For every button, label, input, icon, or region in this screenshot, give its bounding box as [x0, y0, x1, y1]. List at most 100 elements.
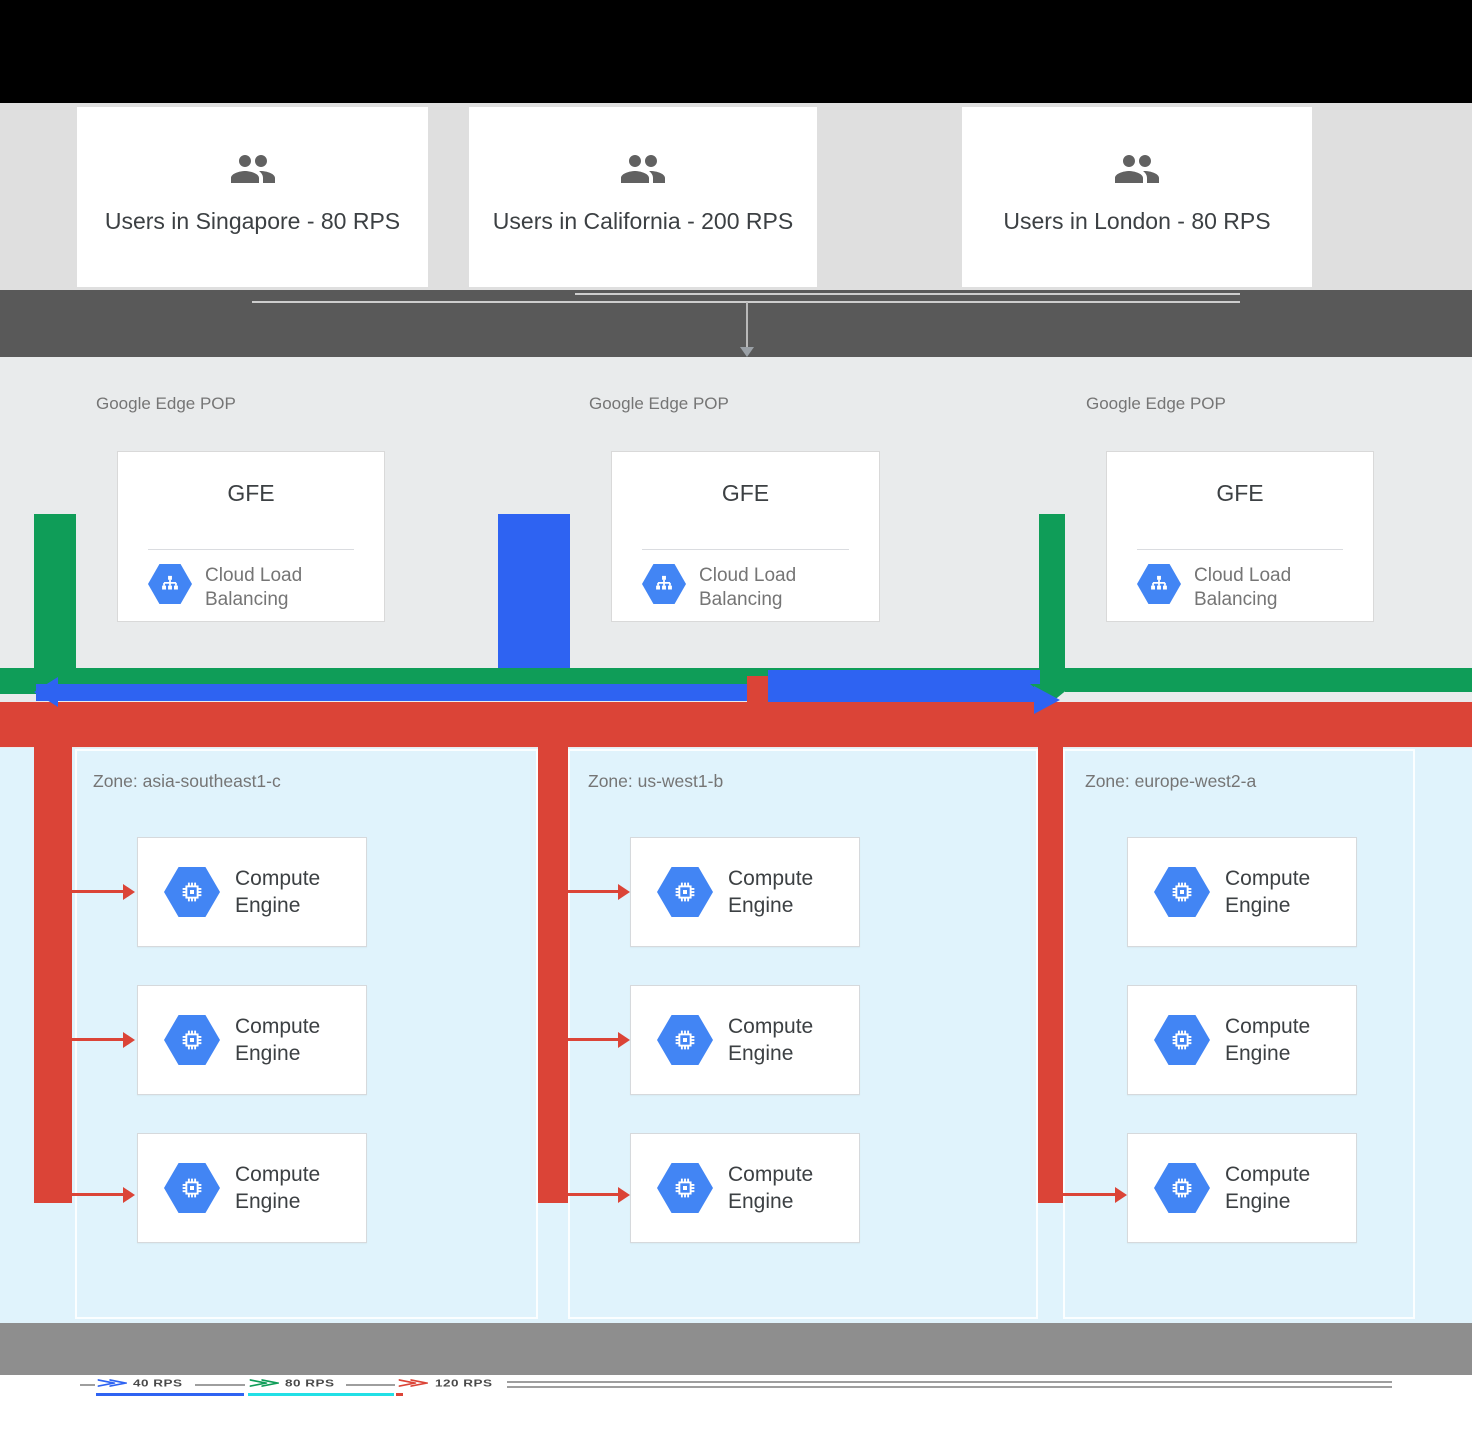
- compute-engine-label: Compute Engine: [728, 1014, 814, 1065]
- compute-engine-label: Compute Engine: [1225, 1162, 1311, 1213]
- legend-rule: [80, 1384, 95, 1386]
- blue-arrow-left-icon: [34, 677, 58, 707]
- divider: [1137, 549, 1343, 550]
- zone-panel-europe: [1063, 749, 1415, 1319]
- legend-rule: [507, 1381, 1392, 1383]
- red-line-vertical-europe: [1038, 747, 1063, 1203]
- legend-rule: [346, 1384, 395, 1386]
- compute-engine-icon: [1154, 867, 1210, 917]
- compute-engine-label: Compute Engine: [235, 1014, 321, 1065]
- compute-engine-label: Compute Engine: [235, 866, 321, 917]
- compute-engine-label: Compute Engine: [235, 1162, 321, 1213]
- red-arrow: [568, 1038, 618, 1041]
- gfe-card-singapore: GFE Cloud Load Balancing: [117, 451, 385, 622]
- compute-engine-card: Compute Engine: [1127, 1133, 1357, 1243]
- cloud-load-balancing-icon: [1137, 564, 1181, 604]
- people-icon: [1115, 155, 1159, 183]
- divider: [642, 549, 849, 550]
- connector-line: [575, 293, 1240, 295]
- people-icon: [230, 155, 275, 183]
- compute-engine-card: Compute Engine: [630, 1133, 860, 1243]
- blue-arrow-right-icon: [1034, 686, 1060, 714]
- compute-engine-icon: [1154, 1163, 1210, 1213]
- legend-rule: [507, 1386, 1392, 1388]
- compute-engine-card: Compute Engine: [137, 1133, 367, 1243]
- service-label: Cloud Load Balancing: [1194, 565, 1292, 610]
- users-band: Users in Singapore - 80 RPS Users in Cal…: [0, 103, 1472, 290]
- red-arrowhead-icon: [123, 1032, 135, 1048]
- user-card-label: Users in California - 200 RPS: [492, 208, 794, 234]
- green-line-vertical-london: [1039, 514, 1065, 690]
- red-line-vertical-us: [538, 747, 568, 1203]
- cloud-load-balancing-icon: [148, 564, 192, 604]
- red-line-horizontal: [0, 702, 1472, 747]
- legend-rule: [195, 1384, 245, 1386]
- user-card-california: Users in California - 200 RPS: [469, 107, 817, 287]
- edge-pop-label: Google Edge POP: [589, 394, 729, 413]
- compute-engine-icon: [1154, 1015, 1210, 1065]
- legend-underline-cyan: [248, 1393, 394, 1396]
- divider: [148, 549, 354, 550]
- zone-title: Zone: asia-southeast1-c: [93, 771, 281, 791]
- legend-underline-red: [396, 1393, 403, 1396]
- compute-engine-card: Compute Engine: [137, 985, 367, 1095]
- red-arrow: [72, 890, 123, 893]
- green-line-left-end: [0, 684, 36, 694]
- red-arrow: [1063, 1193, 1115, 1196]
- edge-pop-label: Google Edge POP: [96, 394, 236, 413]
- user-card-label: Users in Singapore - 80 RPS: [104, 208, 401, 234]
- red-arrow: [568, 890, 618, 893]
- legend-label: 80 RPS: [285, 1377, 335, 1389]
- red-arrow: [72, 1193, 123, 1196]
- user-card-singapore: Users in Singapore - 80 RPS: [77, 107, 428, 287]
- gfe-card-london: GFE Cloud Load Balancing: [1106, 451, 1374, 622]
- compute-engine-label: Compute Engine: [1225, 866, 1311, 917]
- compute-engine-label: Compute Engine: [728, 866, 814, 917]
- gfe-title: GFE: [721, 480, 770, 506]
- red-arrow: [568, 1193, 618, 1196]
- gfe-title: GFE: [227, 480, 275, 506]
- compute-engine-icon: [164, 1015, 220, 1065]
- green-line-horizontal: [0, 668, 1472, 684]
- compute-engine-icon: [657, 1163, 713, 1213]
- zone-title: Zone: us-west1-b: [588, 771, 724, 791]
- legend-blue-line-icon: ≫: [96, 1375, 129, 1390]
- bottom-gray-bar: [0, 1323, 1472, 1375]
- people-icon: [621, 155, 665, 183]
- red-arrowhead-icon: [123, 1187, 135, 1203]
- edge-pop-label: Google Edge POP: [1086, 394, 1226, 413]
- service-label: Cloud Load Balancing: [205, 565, 303, 610]
- cloud-load-balancing-icon: [642, 564, 686, 604]
- legend-underline-blue: [96, 1393, 244, 1396]
- top-black-bar: [0, 0, 1472, 103]
- compute-engine-icon: [657, 867, 713, 917]
- gfe-card-california: GFE Cloud Load Balancing: [611, 451, 880, 622]
- legend-label: 120 RPS: [435, 1377, 493, 1389]
- compute-engine-icon: [164, 867, 220, 917]
- compute-engine-card: Compute Engine: [630, 837, 860, 947]
- zone-panel-us: [568, 749, 1038, 1319]
- compute-engine-icon: [164, 1163, 220, 1213]
- user-card-london: Users in London - 80 RPS: [962, 107, 1312, 287]
- gfe-title: GFE: [1216, 480, 1264, 506]
- red-arrowhead-icon: [618, 1187, 630, 1203]
- red-line-crossover: [747, 676, 768, 702]
- zone-title: Zone: europe-west2-a: [1085, 771, 1257, 791]
- red-arrowhead-icon: [1115, 1187, 1127, 1203]
- red-line-vertical-asia: [34, 747, 72, 1203]
- compute-engine-card: Compute Engine: [1127, 985, 1357, 1095]
- connector-drop-line: [746, 302, 748, 348]
- green-line-horizontal-right: [1065, 684, 1472, 692]
- user-card-label: Users in London - 80 RPS: [1003, 208, 1271, 234]
- compute-engine-label: Compute Engine: [728, 1162, 814, 1213]
- down-arrow-icon: [740, 347, 754, 357]
- compute-engine-label: Compute Engine: [1225, 1014, 1311, 1065]
- compute-engine-icon: [657, 1015, 713, 1065]
- service-label: Cloud Load Balancing: [699, 565, 797, 610]
- legend-red-line-icon: ≫: [397, 1375, 430, 1390]
- zone-panel-asia: [75, 749, 538, 1319]
- blue-line-horizontal: [36, 684, 768, 701]
- compute-engine-card: Compute Engine: [630, 985, 860, 1095]
- compute-engine-card: Compute Engine: [1127, 837, 1357, 947]
